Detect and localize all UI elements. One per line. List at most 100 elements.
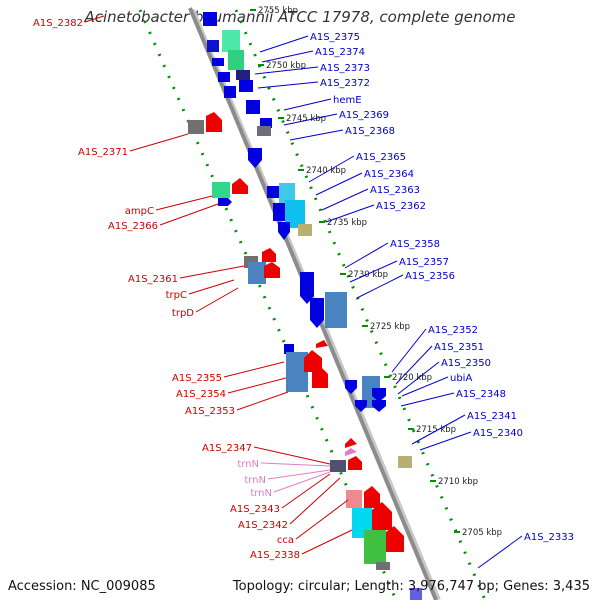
gene-block	[236, 70, 250, 80]
gene-label-a1s_2354[interactable]: A1S_2354	[176, 389, 226, 400]
gene-label-a1s_2363[interactable]: A1S_2363	[370, 185, 420, 196]
gene-block	[330, 460, 346, 472]
gene-label-heme[interactable]: hemE	[333, 95, 362, 106]
label-leader-line	[84, 15, 105, 23]
gene-label-a1s_2353[interactable]: A1S_2353	[185, 406, 235, 417]
gene-label-a1s_2365[interactable]: A1S_2365	[356, 152, 406, 163]
gene-block	[188, 120, 204, 134]
label-leader-line	[356, 274, 404, 299]
gene-label-a1s_2352[interactable]: A1S_2352	[428, 325, 478, 336]
tick-label: 2730 kbp	[348, 270, 388, 280]
gene-label-cca[interactable]: cca	[277, 535, 294, 546]
label-leader-line	[289, 477, 341, 525]
gene-label-a1s_2373[interactable]: A1S_2373	[320, 63, 370, 74]
gene-block	[212, 182, 230, 198]
label-leader-line	[419, 431, 472, 451]
gene-label-a1s_2369[interactable]: A1S_2369	[339, 110, 389, 121]
gene-label-a1s_2343[interactable]: A1S_2343	[230, 504, 280, 515]
tick-label: 2725 kbp	[370, 322, 410, 332]
label-leader-line	[301, 529, 353, 555]
forward-strand-features	[188, 112, 404, 570]
gene-arrow	[345, 448, 357, 456]
gene-arrow	[364, 486, 380, 508]
label-leader-line	[257, 81, 319, 89]
gene-block	[260, 118, 272, 128]
gene-arrow	[345, 438, 357, 448]
gene-block	[298, 224, 312, 236]
label-leader-line	[261, 50, 314, 63]
gene-arrow	[372, 502, 392, 530]
gene-label-a1s_2366[interactable]: A1S_2366	[108, 221, 158, 232]
label-leader-line	[155, 195, 213, 211]
label-leader-line	[325, 204, 375, 223]
gene-block	[398, 456, 412, 468]
gene-label-trpd[interactable]: trpD	[172, 308, 194, 319]
gene-label-trnn[interactable]: trnN	[250, 488, 272, 499]
label-leader-line	[308, 155, 355, 183]
gene-label-trnn[interactable]: trnN	[237, 459, 259, 470]
gene-label-a1s_2362[interactable]: A1S_2362	[376, 201, 426, 212]
label-leader-line	[349, 260, 398, 283]
label-leader-line	[129, 133, 189, 152]
gene-label-a1s_2364[interactable]: A1S_2364	[364, 169, 414, 180]
gene-block	[248, 262, 266, 284]
label-leader-line	[397, 361, 440, 395]
gene-arrow	[355, 400, 367, 412]
gene-label-a1s_2368[interactable]: A1S_2368	[345, 126, 395, 137]
gene-block	[279, 183, 295, 203]
gene-label-a1s_2340[interactable]: A1S_2340	[473, 428, 523, 439]
gene-block	[228, 50, 244, 70]
gene-arrow	[248, 148, 262, 168]
gene-block	[203, 12, 217, 26]
gene-arrow	[372, 400, 386, 412]
gene-label-trpc[interactable]: trpC	[166, 290, 187, 301]
gene-label-a1s_2361[interactable]: A1S_2361	[128, 274, 178, 285]
gene-label-trnn[interactable]: trnN	[244, 475, 266, 486]
label-leader-line	[179, 265, 245, 279]
gene-label-a1s_2341[interactable]: A1S_2341	[467, 411, 517, 422]
gene-arrow	[304, 350, 322, 372]
label-leader-line	[295, 499, 349, 540]
gene-label-a1s_2371[interactable]: A1S_2371	[78, 147, 128, 158]
label-leader-line	[283, 98, 332, 111]
gene-label-a1s_2347[interactable]: A1S_2347	[202, 443, 252, 454]
label-leader-line	[254, 66, 319, 75]
label-leader-line	[283, 113, 338, 126]
gene-label-a1s_2350[interactable]: A1S_2350	[441, 358, 491, 369]
gene-block	[246, 100, 260, 114]
gene-label-a1s_2333[interactable]: A1S_2333	[524, 532, 574, 543]
gene-label-a1s_2358[interactable]: A1S_2358	[390, 239, 440, 250]
gene-label-a1s_2372[interactable]: A1S_2372	[320, 78, 370, 89]
gene-arrow	[372, 388, 386, 402]
gene-block	[410, 588, 422, 600]
gene-label-a1s_2356[interactable]: A1S_2356	[405, 271, 455, 282]
label-leader-line	[273, 471, 331, 493]
label-leader-line	[411, 414, 466, 445]
tick-label: 2720 kbp	[392, 373, 432, 383]
gene-label-ampc[interactable]: ampC	[125, 206, 154, 217]
gene-label-a1s_2338[interactable]: A1S_2338	[250, 550, 300, 561]
gene-label-a1s_2351[interactable]: A1S_2351	[434, 342, 484, 353]
gene-arrow	[278, 222, 290, 240]
gene-block	[222, 30, 240, 52]
gene-arrow	[312, 366, 328, 388]
label-leader-line	[477, 535, 523, 569]
gene-label-a1s_2342[interactable]: A1S_2342	[238, 520, 288, 531]
label-leader-line	[315, 172, 363, 196]
tick-label: 2755 kbp	[258, 6, 298, 16]
gene-label-a1s_2375[interactable]: A1S_2375	[310, 32, 360, 43]
gene-label-a1s_2348[interactable]: A1S_2348	[456, 389, 506, 400]
gene-block	[218, 72, 230, 82]
gene-label-a1s_2374[interactable]: A1S_2374	[315, 47, 365, 58]
gene-block	[239, 80, 253, 92]
gene-arrow	[300, 272, 314, 304]
gene-label-ubia[interactable]: ubiA	[450, 373, 472, 384]
gene-arrow	[316, 340, 328, 348]
gene-label-a1s_2382[interactable]: A1S_2382	[33, 18, 83, 29]
topology-text: Topology: circular; Length: 3,976,747 bp…	[232, 579, 590, 594]
gene-label-a1s_2357[interactable]: A1S_2357	[399, 257, 449, 268]
gene-label-a1s_2355[interactable]: A1S_2355	[172, 373, 222, 384]
